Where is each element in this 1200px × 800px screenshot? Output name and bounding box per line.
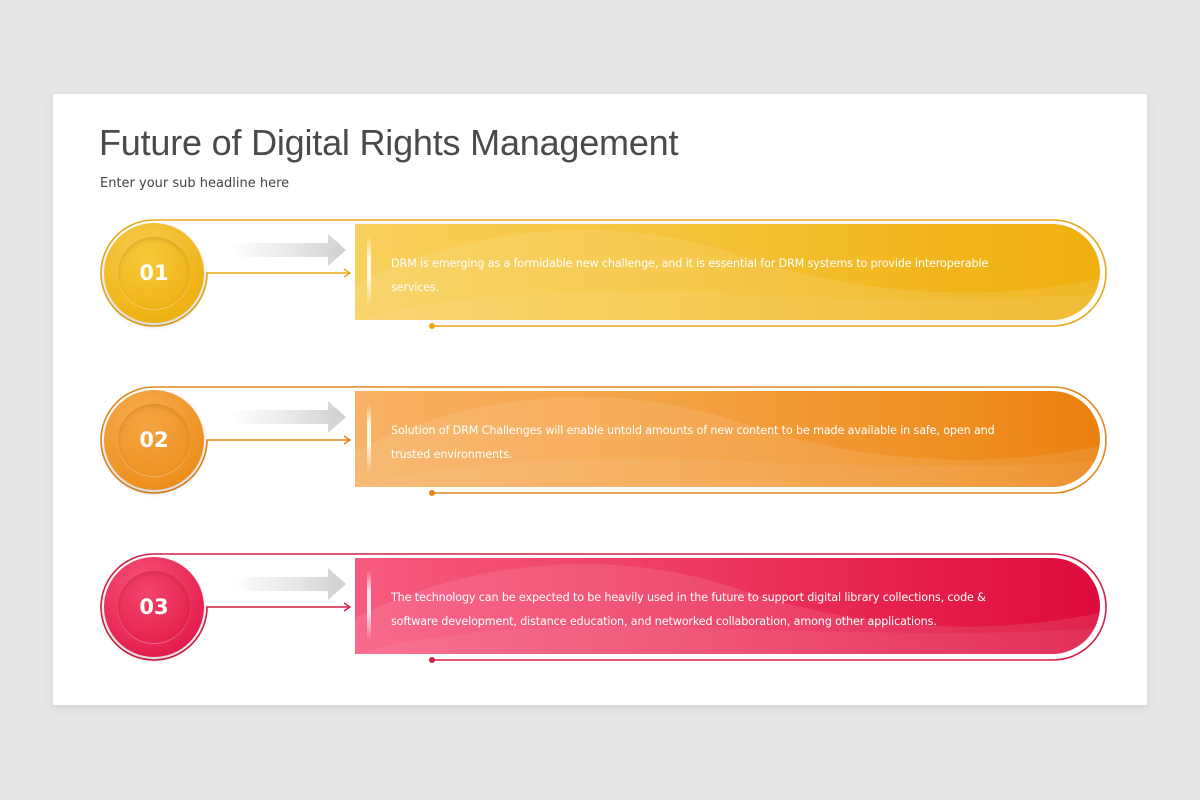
- slide: Future of Digital Rights Management Ente…: [53, 94, 1147, 705]
- step-description: Solution of DRM Challenges will enable u…: [391, 424, 995, 461]
- step-number: 03: [139, 595, 169, 619]
- step-number: 02: [139, 428, 169, 452]
- step-card: Solution of DRM Challenges will enable u…: [355, 391, 1100, 487]
- step-number-badge: 01: [104, 223, 204, 323]
- underline-dot: [429, 323, 435, 329]
- card-accent-bar: [367, 403, 371, 473]
- step-row-3: 03 The technology can be expected to be …: [53, 546, 1147, 666]
- connector-arrow-icon: [343, 602, 352, 612]
- step-card: The technology can be expected to be hea…: [355, 558, 1100, 654]
- step-outline: [100, 386, 1107, 496]
- slide-title: Future of Digital Rights Management: [99, 122, 679, 163]
- step-row-2: 02 Solution of DRM Challenges will enabl…: [53, 379, 1147, 499]
- arrow-right-icon: [228, 234, 346, 266]
- connector-arrow-icon: [343, 435, 352, 445]
- arrow-right-icon: [228, 401, 346, 433]
- slide-subtitle: Enter your sub headline here: [100, 176, 290, 191]
- step-outline: [100, 219, 1107, 329]
- card-accent-bar: [367, 236, 371, 306]
- step-description: DRM is emerging as a formidable new chal…: [391, 257, 989, 294]
- connector-arrow-icon: [343, 268, 352, 278]
- underline-dot: [429, 490, 435, 496]
- step-number: 01: [139, 261, 169, 285]
- card-accent-bar: [367, 570, 371, 640]
- underline-dot: [429, 657, 435, 663]
- step-row-1: 01 DRM is emerging as a formidable new c…: [53, 212, 1147, 332]
- arrow-right-icon: [228, 568, 346, 600]
- step-card: DRM is emerging as a formidable new chal…: [355, 224, 1100, 320]
- step-description: The technology can be expected to be hea…: [391, 591, 986, 628]
- step-number-badge: 02: [104, 390, 204, 490]
- step-number-badge: 03: [104, 557, 204, 657]
- step-outline: [100, 553, 1107, 663]
